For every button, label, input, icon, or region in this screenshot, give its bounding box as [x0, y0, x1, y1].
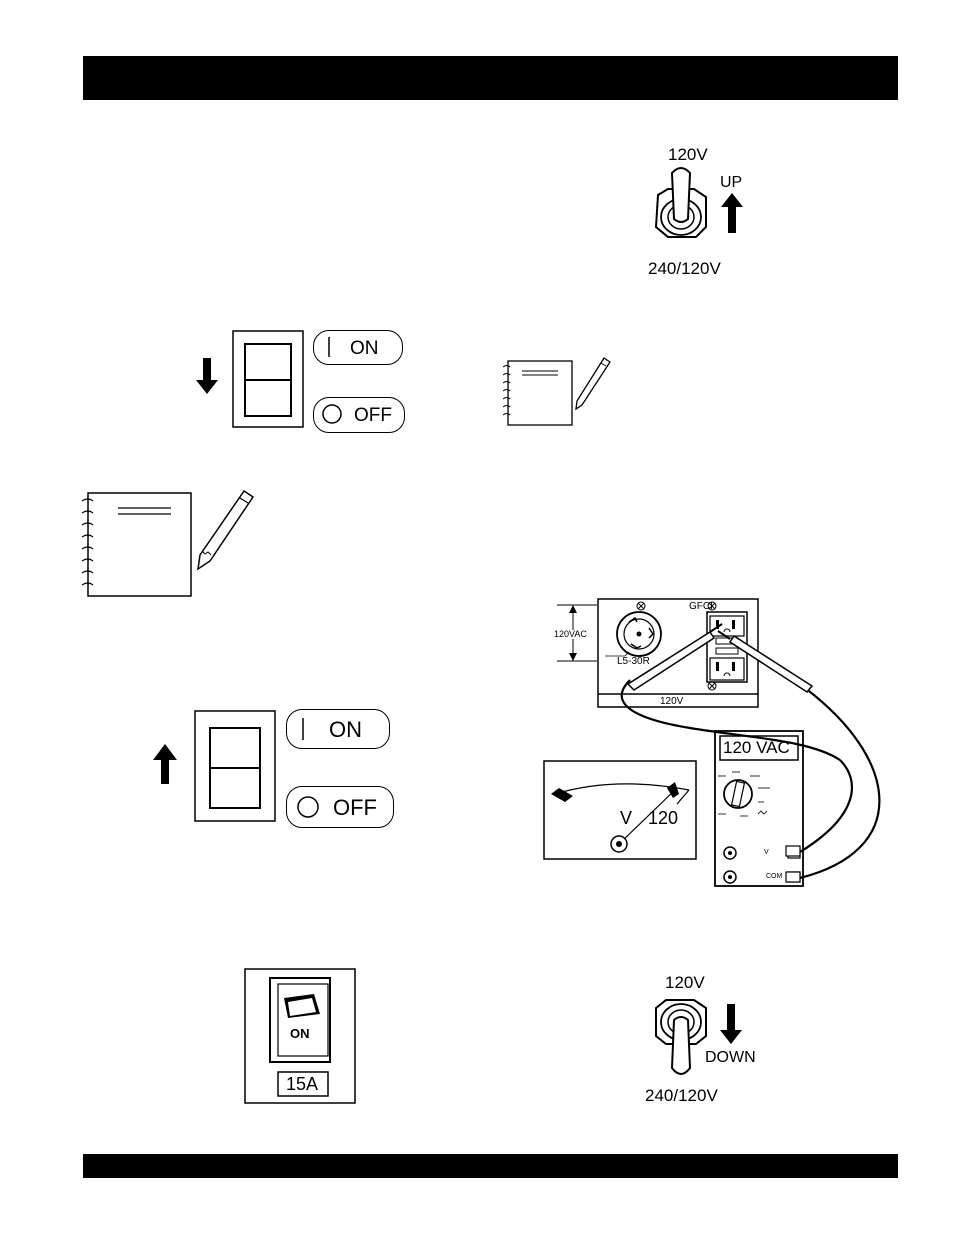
toggle-up-bottom-label: 240/120V — [648, 260, 721, 277]
measure-label: 120VAC — [553, 630, 588, 639]
breaker-on-label: ON — [290, 1027, 310, 1040]
header-bar — [83, 56, 898, 100]
on-indicator-2: ON — [286, 709, 390, 749]
on-label-2: ON — [329, 719, 362, 741]
toggle-up-direction-label: UP — [720, 175, 742, 191]
off-circle-icon-2 — [296, 795, 320, 819]
off-circle-icon — [322, 404, 342, 424]
on-label: ON — [350, 339, 379, 358]
rocker-switch-icon — [232, 330, 304, 430]
toggle-down-switch-icon — [648, 994, 718, 1084]
toggle-down-top-label: 120V — [665, 974, 705, 991]
toggle-up-switch-icon — [648, 165, 718, 245]
up-arrow-icon-2 — [153, 744, 177, 784]
notebook-pencil-large-icon — [78, 485, 263, 600]
breaker-rating-label: 15A — [286, 1075, 318, 1093]
footer-bar — [83, 1154, 898, 1178]
down-arrow-icon-2 — [720, 1004, 742, 1044]
probe-leads-icon — [600, 610, 900, 890]
on-bar-icon — [328, 337, 331, 357]
down-arrow-icon — [196, 358, 218, 394]
on-indicator: ON — [313, 330, 403, 365]
off-indicator: OFF — [313, 397, 405, 433]
rocker-switch-icon-2 — [194, 710, 276, 822]
off-label-2: OFF — [333, 797, 377, 819]
notebook-pencil-icon — [500, 355, 615, 430]
toggle-down-bottom-label: 240/120V — [645, 1087, 718, 1104]
up-arrow-icon — [721, 193, 743, 233]
off-label: OFF — [354, 406, 392, 425]
off-indicator-2: OFF — [286, 786, 394, 828]
on-bar-icon-2 — [302, 718, 305, 740]
toggle-up-top-label: 120V — [668, 146, 708, 163]
